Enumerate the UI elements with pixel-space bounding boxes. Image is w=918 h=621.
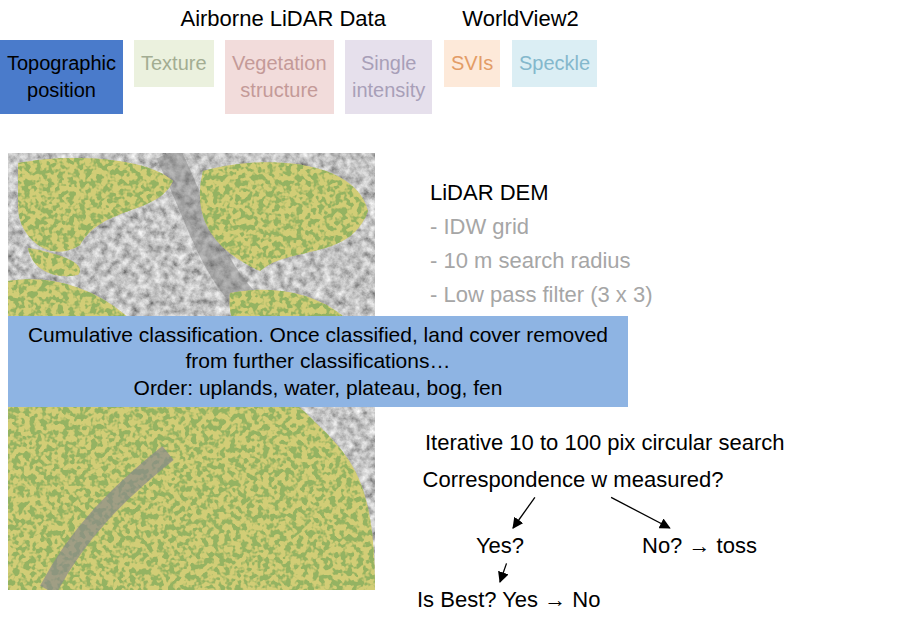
node-text: Is Best? Yes → No	[417, 587, 600, 613]
node-text: Single intensity	[352, 50, 425, 104]
node-text: SVIs	[451, 50, 493, 77]
stream-channel	[48, 453, 168, 590]
node-text: Vegetation structure	[232, 50, 327, 104]
inactive-tab: SVIs	[444, 40, 500, 87]
method-step: - 10 m search radius	[430, 248, 631, 274]
node-text: Cumulative classification. Once classifi…	[20, 322, 616, 375]
flow-arrow	[611, 497, 670, 528]
decision-text: Correspondence w measured?	[421, 466, 726, 494]
node-text: Texture	[141, 50, 207, 77]
node-text: Speckle	[519, 50, 590, 77]
flow-arrow	[500, 563, 507, 582]
node-text: Yes?	[476, 533, 524, 559]
wetland-patch	[28, 248, 80, 276]
method-step: Iterative 10 to 100 pix circular search	[425, 430, 785, 456]
inactive-tab: Single intensity	[345, 40, 432, 114]
inactive-tab: Vegetation structure	[225, 40, 334, 114]
node-text: No? → toss	[642, 533, 757, 559]
inactive-tab: Speckle	[512, 40, 597, 87]
branch-text: Yes?	[474, 532, 526, 560]
method-step: - Low pass filter (3 x 3)	[430, 282, 653, 308]
group-heading: Airborne LiDAR Data	[180, 6, 385, 32]
inactive-tab: Texture	[134, 40, 214, 87]
branch-text: No? → toss	[640, 532, 759, 560]
flow-arrow	[513, 497, 535, 528]
node-text: Order: uplands, water, plateau, bog, fen	[20, 375, 616, 401]
method-heading: LiDAR DEM	[430, 180, 549, 206]
method-step: - IDW grid	[430, 214, 529, 240]
outcome-text: Is Best? Yes → No	[415, 586, 602, 614]
wetland-patch	[200, 162, 368, 271]
group-heading: WorldView2	[462, 6, 579, 32]
node-text: Topographic position	[7, 50, 116, 104]
node-text: Correspondence w measured?	[423, 467, 724, 493]
wetland-patch	[18, 158, 173, 252]
active-tab: Topographic position	[0, 40, 123, 114]
callout-banner: Cumulative classification. Once classifi…	[8, 316, 628, 407]
